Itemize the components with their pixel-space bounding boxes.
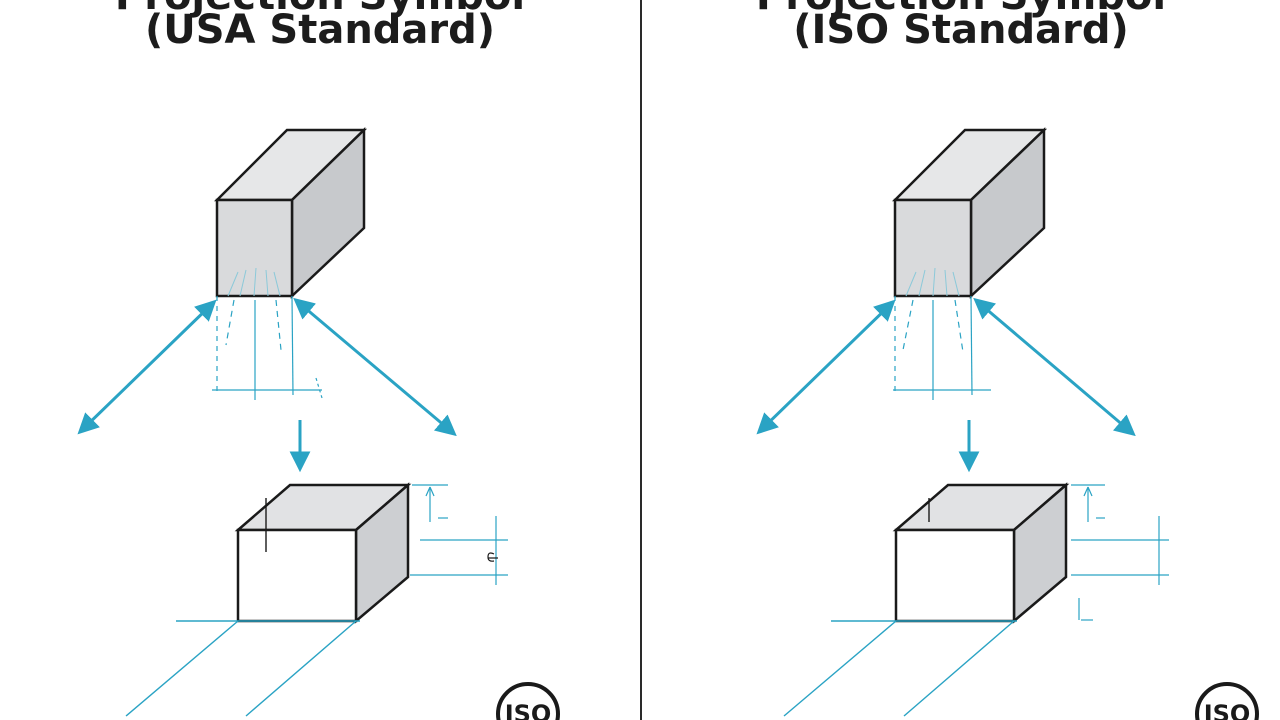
panel-title: (ISO Standard) (793, 7, 1129, 53)
right-diagonal-arrow (973, 297, 1136, 437)
dimension-lines (410, 484, 508, 585)
lower-block (892, 482, 1070, 624)
projection-diagram: ISO (77, 127, 560, 720)
left-diagonal-arrow (756, 299, 896, 435)
panel-title: (USA Standard) (144, 7, 496, 53)
ground-lines (125, 620, 360, 717)
upper-block-hatch (227, 267, 281, 297)
projection-lines (212, 295, 323, 400)
panel-divider (640, 0, 642, 720)
panel-title-partial: Projection Symbol (641, 0, 1280, 16)
projection-diagram: ISO (756, 127, 1259, 720)
upper-block (891, 127, 1048, 299)
iso-logo: ISO (496, 682, 560, 720)
lower-block-front-face (236, 528, 358, 623)
lower-block (234, 482, 412, 624)
ground-lines (783, 620, 1017, 717)
upper-block-hatch (905, 267, 960, 297)
lower-block-front-face (894, 528, 1016, 623)
iso-logo-text: ISO (1204, 700, 1251, 720)
iso-logo-text: ISO (505, 700, 552, 720)
projection-lines (893, 295, 991, 400)
upper-block (213, 127, 368, 299)
panel-usa: Projection Symbol (USA Standard) (0, 0, 640, 720)
upper-block-front-face (215, 198, 294, 298)
dimension-lines (1071, 484, 1169, 621)
right-diagonal-arrow (293, 297, 457, 437)
dimension-mark (487, 552, 498, 562)
panel-title-partial: Projection Symbol (0, 0, 640, 16)
left-diagonal-arrow (77, 299, 217, 435)
iso-logo: ISO (1195, 682, 1259, 720)
panel-iso: Projection Symbol (ISO Standard) (641, 0, 1280, 720)
upper-block-front-face (893, 198, 973, 298)
